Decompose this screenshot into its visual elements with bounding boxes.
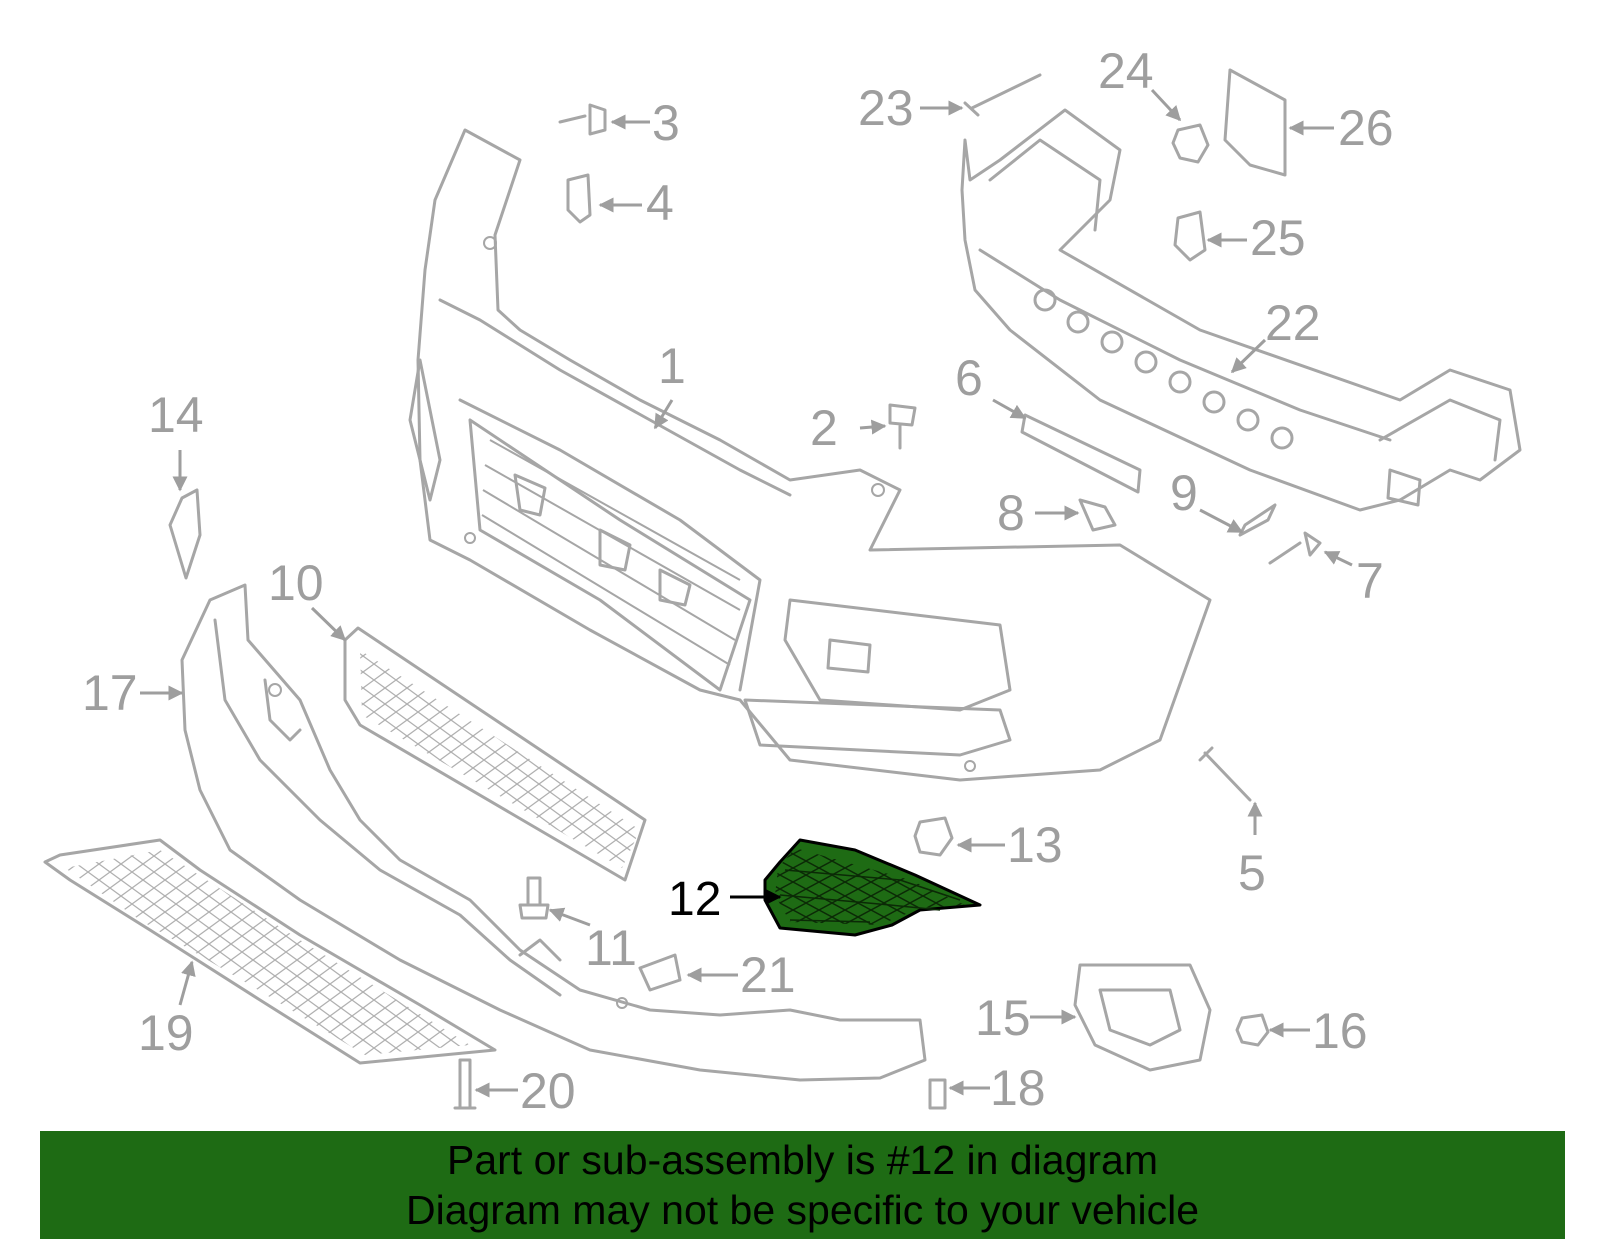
caption-banner: Part or sub-assembly is #12 in diagram D… xyxy=(40,1131,1565,1239)
callout-21: 21 xyxy=(740,947,796,1003)
callout-23: 23 xyxy=(858,80,914,136)
nut-part-16 xyxy=(1235,1013,1270,1047)
callout-17: 17 xyxy=(82,665,138,721)
leader-lines xyxy=(140,88,1353,1098)
stud-part-5 xyxy=(1198,746,1252,802)
callout-11: 11 xyxy=(585,920,637,976)
callout-6: 6 xyxy=(955,350,983,406)
callout-19: 19 xyxy=(138,1005,194,1061)
callout-25: 25 xyxy=(1250,210,1306,266)
lower-cover-part-17 xyxy=(180,583,927,1082)
bracket-part-15 xyxy=(1073,963,1212,1072)
callout-9: 9 xyxy=(1170,465,1198,521)
callout-8: 8 xyxy=(997,485,1025,541)
callout-2: 2 xyxy=(810,400,838,456)
bracket-part-6 xyxy=(1020,413,1142,494)
highlighted-grille-insert-part-12 xyxy=(763,838,982,937)
callout-10: 10 xyxy=(268,555,324,611)
callout-7: 7 xyxy=(1356,553,1384,609)
bracket-part-21 xyxy=(638,953,682,992)
callout-16: 16 xyxy=(1312,1003,1368,1059)
callout-5: 5 xyxy=(1238,845,1266,901)
callout-26: 26 xyxy=(1338,100,1394,156)
callout-3: 3 xyxy=(652,95,680,151)
nut-part-13 xyxy=(913,816,954,857)
push-pin-part-11 xyxy=(518,876,550,920)
bumper-cover-part xyxy=(408,128,1212,782)
lower-screen-part-19 xyxy=(43,838,497,1065)
callout-18: 18 xyxy=(990,1060,1046,1116)
bracket-part-14 xyxy=(168,488,202,580)
clip-part-25 xyxy=(1173,210,1207,262)
retainer-part-8 xyxy=(1078,498,1117,532)
bracket-part-26 xyxy=(1223,68,1287,177)
callout-13: 13 xyxy=(1007,817,1063,873)
callout-4: 4 xyxy=(646,175,674,231)
caption-line-2: Diagram may not be specific to your vehi… xyxy=(405,1187,1199,1233)
bolt-part-7 xyxy=(1268,531,1322,565)
lower-grille-part-10 xyxy=(343,626,647,882)
callout-20: 20 xyxy=(520,1063,576,1119)
bolt-part-23 xyxy=(963,73,1042,117)
bolt-part-2 xyxy=(888,403,917,450)
clip-part-4 xyxy=(566,173,592,224)
callout-1: 1 xyxy=(658,338,686,394)
pin-part-18 xyxy=(928,1078,947,1110)
bumper-reinforcement-part xyxy=(960,108,1522,512)
callout-labels: 1 2 3 4 5 6 7 8 9 10 11 12 13 14 15 16 1… xyxy=(82,43,1394,1119)
pin-part-20 xyxy=(453,1058,477,1110)
callout-15: 15 xyxy=(975,990,1031,1046)
callout-22: 22 xyxy=(1265,295,1321,351)
nut-part-24 xyxy=(1171,123,1210,164)
callout-24: 24 xyxy=(1098,43,1154,99)
callout-12: 12 xyxy=(668,873,721,926)
callout-14: 14 xyxy=(148,387,204,443)
push-pin-part-3 xyxy=(558,103,607,136)
bolt-part-9 xyxy=(1238,503,1277,537)
caption-line-1: Part or sub-assembly is #12 in diagram xyxy=(447,1137,1158,1183)
